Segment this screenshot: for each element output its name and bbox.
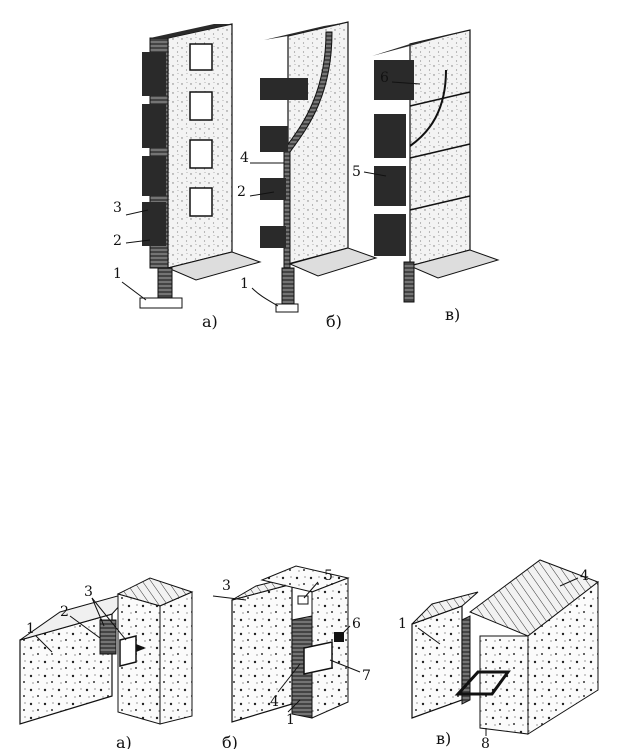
callout-v-6-line [391, 81, 421, 85]
panel-v-front-face [409, 29, 471, 267]
callout-bb-1: 1 [286, 712, 295, 728]
bottom-caption-a: а) [116, 733, 132, 749]
callout-ba-1-line [35, 635, 53, 653]
callout-bb-3-line [212, 595, 247, 601]
callout-ba-3-line-a [91, 597, 105, 627]
block-v-left [411, 605, 463, 719]
callout-bv-4: 4 [580, 568, 589, 584]
block-a-connector [119, 635, 137, 667]
bottom-panel-v: 1 4 8 в) [398, 559, 600, 749]
top-panel-a: 3 2 1 а) [113, 23, 262, 331]
callout-b-2-line [249, 191, 275, 197]
bottom-panel-b: 3 5 6 7 4 1 б) [212, 565, 371, 749]
panel-a-windows [189, 43, 213, 217]
callout-bv-1-line [417, 627, 441, 645]
callout-a-1: 1 [113, 266, 122, 282]
block-v-right-front [479, 635, 529, 735]
panel-b-foundation [281, 267, 295, 307]
callout-a-1-line [121, 281, 147, 301]
block-a-right-side [159, 591, 193, 725]
panel-a-slabs [142, 52, 166, 246]
callout-v-5-line [363, 171, 387, 177]
top-panel-b: 4 2 1 б) [237, 21, 378, 331]
callout-ba-2: 2 [60, 604, 69, 620]
top-caption-b: б) [326, 312, 342, 331]
block-a-connector-tip [136, 644, 146, 652]
callout-bb-6: 6 [352, 616, 361, 632]
panel-a-foundation [157, 267, 173, 301]
panel-v-ground [408, 249, 500, 279]
callout-b-2: 2 [237, 184, 246, 200]
callout-ba-3-line-b [91, 597, 127, 641]
block-b-anchor-side [334, 632, 344, 642]
callout-bb-6-line [339, 625, 351, 637]
panel-a-ground [166, 251, 262, 281]
callout-ba-2-line [69, 615, 101, 639]
panel-v-joints [409, 91, 471, 211]
panel-a-footing [139, 297, 183, 309]
callout-bb-4-line [277, 663, 301, 693]
callout-a-2-line [125, 239, 151, 244]
callout-v-5: 5 [352, 164, 361, 180]
bottom-figure: 1 2 3 а) 3 5 6 7 4 1 б) [19, 559, 600, 749]
panel-a-top [150, 24, 232, 38]
block-v-joint [461, 615, 471, 705]
block-v-right-side [527, 580, 599, 735]
callout-a-3-line [125, 209, 149, 216]
callout-bb-5: 5 [324, 568, 333, 584]
callout-a-2: 2 [113, 233, 122, 249]
callout-bb-5-line [303, 581, 319, 599]
panel-b-slabs [260, 78, 308, 248]
callout-bv-1: 1 [398, 616, 407, 632]
panel-v-foundation [403, 261, 415, 303]
callout-bb-1-line [287, 699, 301, 713]
callout-bv-8: 8 [481, 736, 490, 749]
callout-bv-4-line [559, 577, 579, 587]
block-v-left-top [411, 591, 479, 625]
bottom-panel-a: 1 2 3 а) [19, 577, 194, 749]
callout-a-3: 3 [113, 200, 122, 216]
bottom-caption-v: в) [436, 729, 451, 748]
callout-b-1: 1 [240, 276, 249, 292]
panel-b-footing [275, 303, 299, 313]
callout-bb-7: 7 [362, 668, 371, 684]
callout-bb-7-line [329, 659, 361, 673]
callout-bb-4: 4 [270, 694, 279, 710]
block-b-anchor-top [297, 595, 309, 605]
block-b-gap [291, 615, 313, 719]
block-b-connector [303, 641, 333, 675]
callout-b-1-line [251, 287, 279, 307]
top-caption-v: в) [445, 305, 460, 324]
panel-b-ground [288, 247, 378, 277]
top-figure: 3 2 1 а) 4 2 1 б) [113, 21, 500, 331]
top-panel-v: 6 5 в) [352, 29, 500, 324]
top-caption-a: а) [202, 312, 218, 331]
bottom-caption-b: б) [222, 733, 238, 749]
callout-v-6: 6 [380, 70, 389, 86]
callout-ba-3: 3 [84, 584, 93, 600]
panel-v-frame-curve [409, 69, 447, 147]
panel-b-top [264, 22, 348, 40]
panel-v-slabs [374, 60, 414, 256]
callout-ba-1: 1 [26, 621, 35, 637]
block-a-joint-plate [99, 619, 117, 655]
block-v-frame [454, 670, 511, 696]
callout-bb-3: 3 [222, 578, 231, 594]
block-b-left [231, 583, 293, 723]
callout-b-4: 4 [240, 150, 249, 166]
